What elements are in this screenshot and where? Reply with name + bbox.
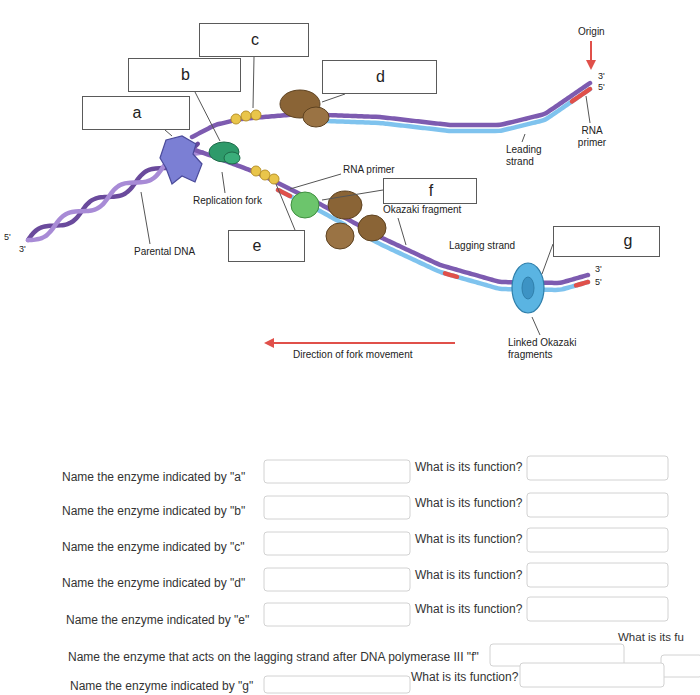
leader-lines (141, 57, 590, 335)
diagram-label: Parental DNA (134, 246, 195, 258)
question-text: Name the enzyme indicated by "e" (66, 614, 249, 627)
answer-letter: g (624, 232, 633, 250)
leader-line (141, 192, 150, 244)
answer-letter-box: g (553, 226, 660, 257)
answer-letter: f (429, 182, 433, 200)
question-text: Name the enzyme that acts on the lagging… (68, 651, 479, 664)
leader-line (586, 96, 590, 123)
answer-letter: e (253, 237, 262, 255)
direction-arrow (266, 342, 455, 344)
answer-letter-box: b (128, 58, 241, 92)
ssb-protein (269, 174, 279, 184)
diagram-label: Linked Okazaki fragments (508, 337, 590, 360)
ligase-shape (522, 277, 534, 299)
leader-line (322, 190, 383, 200)
answer-letter-box: a (82, 96, 190, 130)
answer-field (264, 460, 410, 483)
answer-letter: b (181, 66, 190, 84)
question-text: Name the enzyme indicated by "d" (62, 577, 245, 590)
leader-line (290, 174, 341, 189)
leader-line (253, 57, 254, 108)
question-text: Name the enzyme indicated by "b" (62, 505, 245, 518)
primase-shape (224, 152, 240, 164)
rna-primer-segment (572, 89, 590, 101)
diagram-label: 3' (19, 244, 26, 254)
leading-new-strand (315, 89, 590, 131)
answer-field (661, 655, 700, 677)
polymerase-one-shape (291, 192, 319, 218)
question-text: What is its fu (618, 631, 684, 644)
diagram-label: Leading strand (506, 144, 550, 167)
ligase-shape (512, 263, 544, 313)
polymerase-shape (328, 191, 362, 219)
answer-letter: d (376, 68, 385, 86)
answer-field (264, 603, 410, 626)
diagram-label: 5' (4, 232, 11, 242)
leader-line (522, 134, 525, 142)
helicase-shape (160, 136, 202, 184)
diagram-label: 5' (598, 82, 605, 92)
diagram-label: Origin (578, 26, 605, 38)
rna-primer-segment (576, 282, 588, 285)
diagram-label: 3' (595, 264, 602, 274)
origin-arrow (590, 41, 592, 68)
diagram-label: RNA primer (572, 125, 612, 148)
diagram-label: Lagging strand (449, 240, 515, 252)
question-text: What is its function? (415, 497, 522, 510)
leader-line (542, 244, 553, 274)
answer-field (527, 456, 668, 480)
answer-field (264, 676, 410, 693)
answer-letter-box: f (383, 178, 477, 204)
question-text: What is its function? (415, 533, 522, 546)
answer-letter-box: d (322, 60, 437, 94)
diagram-label: Replication fork (193, 195, 262, 207)
answer-field (264, 496, 410, 519)
question-text: What is its function? (415, 603, 522, 616)
diagram-label: Okazaki fragment (383, 204, 461, 216)
leader-line (222, 172, 225, 193)
ssb-protein (260, 170, 270, 180)
question-text: What is its function? (411, 671, 518, 684)
answer-field (264, 568, 410, 591)
enzymes (160, 90, 544, 313)
question-text: What is its function? (415, 461, 522, 474)
leader-line (532, 317, 540, 335)
ssb-protein (251, 110, 261, 120)
dna-strands (28, 83, 590, 290)
polymerase-shape (326, 223, 354, 249)
diagram-label: 3' (598, 71, 605, 81)
polymerase-shape (358, 215, 386, 241)
answer-letter-box: e (228, 230, 305, 262)
leader-line (195, 92, 220, 141)
diagram-label: Direction of fork movement (293, 349, 413, 361)
answer-field (527, 528, 668, 552)
ssb-protein (241, 111, 251, 121)
answer-letter: c (251, 31, 259, 49)
answer-field (527, 597, 668, 621)
rna-primer-segment (445, 273, 457, 276)
diagram-label: 5' (595, 277, 602, 287)
ssb-protein (231, 114, 241, 124)
answer-letter: a (133, 104, 142, 122)
answer-field (527, 493, 668, 517)
leader-line (165, 130, 172, 136)
ssb-protein (251, 166, 261, 176)
leader-line (322, 94, 345, 102)
answer-field (527, 563, 668, 587)
diagram-label: RNA primer (343, 164, 395, 176)
question-text: Name the enzyme indicated by "g" (70, 680, 253, 693)
answer-field (520, 663, 664, 687)
question-text: Name the enzyme indicated by "a" (62, 471, 245, 484)
leader-line (276, 184, 295, 230)
question-text: What is its function? (415, 569, 522, 582)
answer-letter-box: c (199, 23, 309, 57)
leader-line (398, 218, 406, 245)
question-text: Name the enzyme indicated by "c" (62, 541, 245, 554)
polymerase-shape (303, 107, 329, 127)
answer-field (264, 532, 410, 555)
